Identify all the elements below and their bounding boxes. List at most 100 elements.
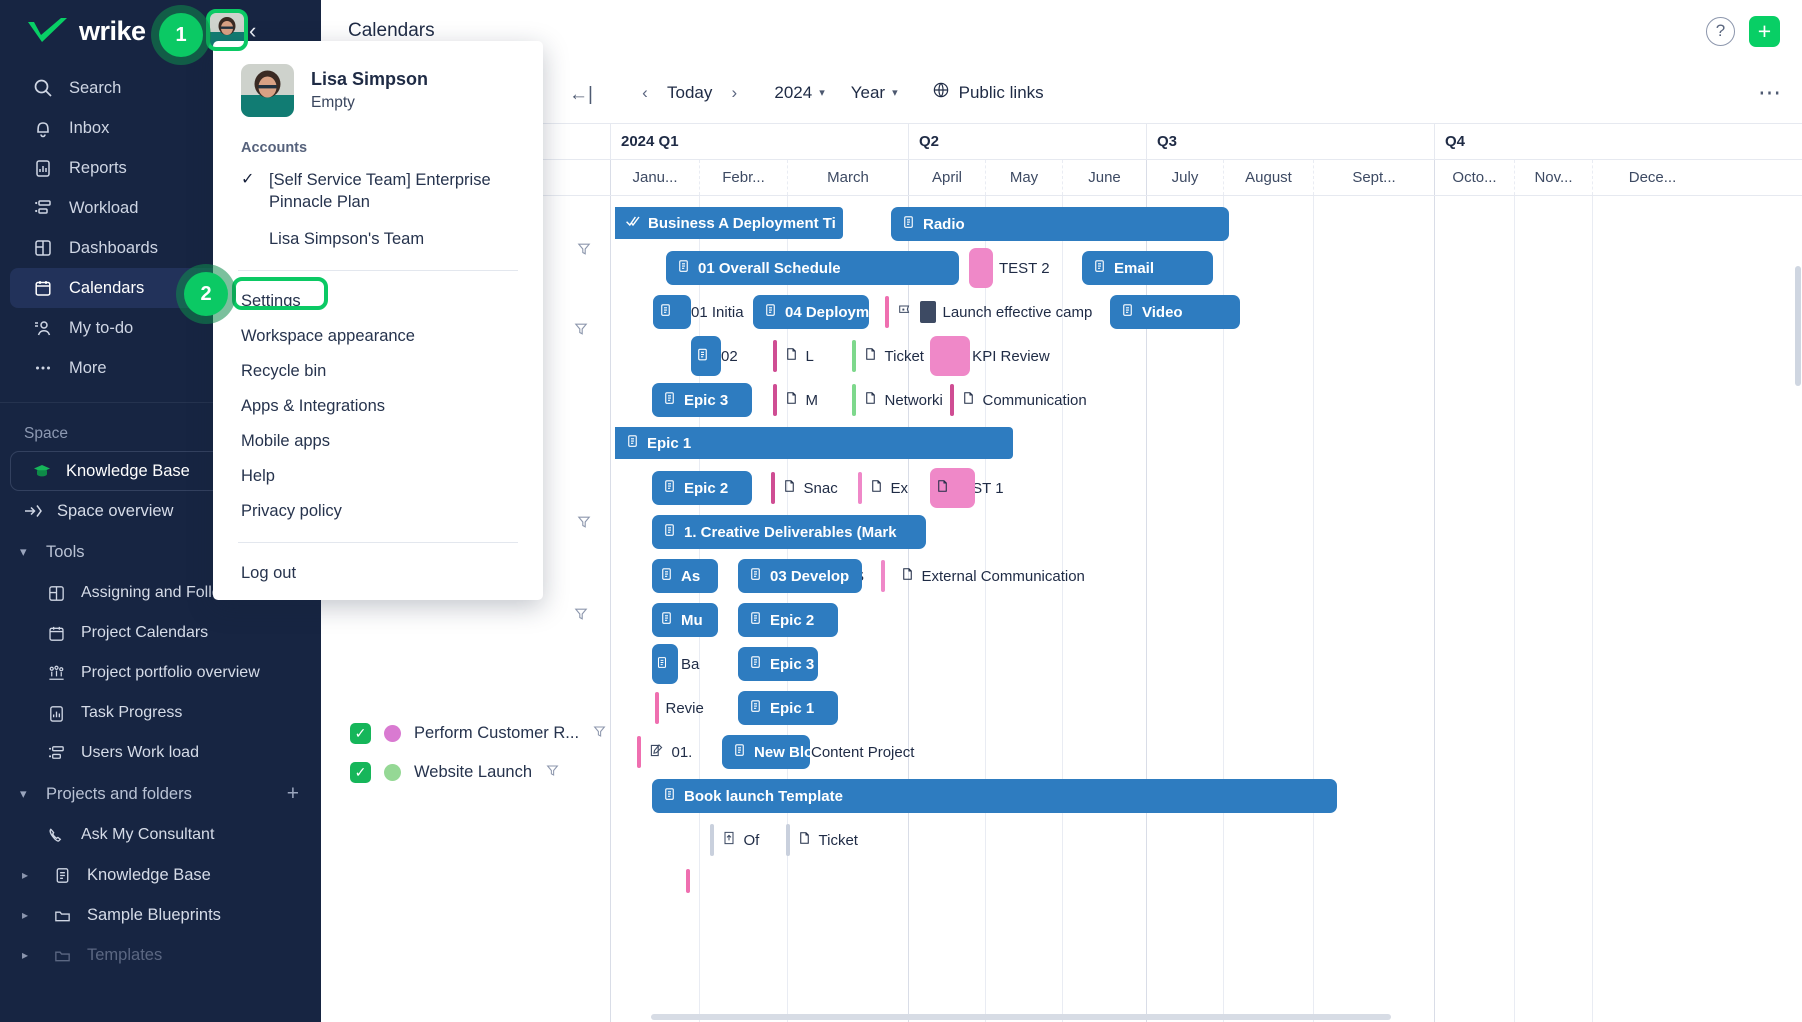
more-options-button[interactable]: ⋯: [1758, 79, 1782, 105]
today-button[interactable]: Today: [667, 82, 713, 102]
gantt-milestone[interactable]: Snac: [771, 471, 838, 505]
gantt-bar[interactable]: Epic 1: [615, 427, 1013, 459]
sidebar-item-reports[interactable]: Reports: [10, 148, 311, 188]
gantt-milestone[interactable]: Launch effective camp: [885, 295, 1092, 329]
help-menu-item[interactable]: Help: [241, 466, 275, 485]
sidebar-item-space-knowledge-base[interactable]: Knowledge Base: [10, 451, 311, 491]
sidebar-item-templates[interactable]: ▸ Templates: [0, 935, 321, 975]
gantt-label[interactable]: Ba: [681, 647, 699, 681]
filter-funnel-icon[interactable]: [592, 724, 607, 743]
gantt-bar[interactable]: Epic 1: [738, 691, 838, 725]
gantt-milestone[interactable]: Ticket: [786, 823, 858, 857]
gantt-bar[interactable]: 01 Overall Schedule: [666, 251, 959, 285]
gantt-bar[interactable]: Epic 2: [652, 471, 752, 505]
gantt-bar[interactable]: Mu: [652, 603, 718, 637]
sidebar-item-dashboards[interactable]: Dashboards: [10, 228, 311, 268]
gantt-milestone[interactable]: Of: [710, 823, 759, 857]
gantt-bar[interactable]: Epic 3: [738, 647, 818, 681]
gantt-milestone[interactable]: Revie: [655, 691, 704, 725]
gantt-milestone-partial[interactable]: [686, 864, 690, 898]
sidebar-item-project-portfolio-overview[interactable]: Project portfolio overview: [0, 653, 321, 693]
gantt-bar[interactable]: [653, 295, 691, 329]
sidebar-item-space-overview[interactable]: Space overview: [0, 491, 321, 531]
sidebar-item-workload[interactable]: Workload: [10, 188, 311, 228]
gantt-milestone[interactable]: Ex: [858, 471, 908, 505]
gantt-milestone[interactable]: External Communication: [881, 559, 1085, 593]
gantt-milestone[interactable]: 01.: [637, 735, 692, 769]
list-item[interactable]: ✓ Perform Customer R...: [321, 712, 610, 755]
logout-menu-item[interactable]: Log out: [241, 563, 297, 582]
list-item[interactable]: ✓ Website Launch: [321, 751, 610, 794]
prev-period-button[interactable]: ‹: [642, 82, 648, 102]
filter-funnel-icon[interactable]: [573, 321, 589, 342]
recycle-bin-menu-item[interactable]: Recycle bin: [241, 361, 327, 380]
gantt-milestone[interactable]: M: [773, 383, 818, 417]
menu-account-item-active[interactable]: ✓ [Self Service Team] Enterprise Pinnacl…: [213, 162, 543, 221]
sidebar-item-my-todo[interactable]: My to-do: [10, 308, 311, 348]
public-links-button[interactable]: Public links: [932, 81, 1044, 104]
filter-funnel-icon[interactable]: [573, 606, 589, 627]
gantt-bar[interactable]: 03 Develop: [738, 559, 862, 593]
collapse-left-icon[interactable]: ←|: [569, 84, 593, 105]
horizontal-scrollbar[interactable]: [651, 1014, 1391, 1020]
menu-user-block[interactable]: Lisa Simpson Empty: [213, 58, 543, 122]
year-selector[interactable]: 2024 ▾: [774, 83, 824, 103]
chevron-right-icon[interactable]: ▸: [22, 868, 29, 882]
gantt-label[interactable]: 02: [721, 339, 738, 373]
menu-account-item[interactable]: Lisa Simpson's Team: [213, 221, 543, 257]
sidebar-item-ask-my-consultant[interactable]: Ask My Consultant: [0, 815, 321, 855]
sidebar-item-search[interactable]: Search: [10, 68, 311, 108]
sidebar-group-projects-and-folders[interactable]: ▾ Projects and folders +: [0, 773, 321, 815]
gantt-bar[interactable]: 04 Deploym: [753, 295, 869, 329]
gantt-milestone[interactable]: L: [773, 339, 814, 373]
add-project-button[interactable]: +: [286, 782, 299, 805]
chevron-left-icon[interactable]: ‹: [249, 18, 257, 43]
chevron-right-icon[interactable]: ▸: [22, 948, 29, 962]
chevron-right-icon[interactable]: ▸: [22, 908, 29, 922]
gantt-bar[interactable]: Epic 2: [738, 603, 838, 637]
gantt-bar[interactable]: Book launch Template: [652, 779, 1337, 813]
sidebar-item-assigning-and-follow[interactable]: Assigning and Follow: [0, 573, 321, 613]
gantt-bar[interactable]: Radio: [891, 207, 1229, 241]
scale-selector[interactable]: Year ▾: [851, 83, 898, 103]
sidebar-item-knowledge-base-folder[interactable]: ▸ Knowledge Base: [0, 855, 321, 895]
gantt-bar[interactable]: [930, 468, 975, 508]
gantt-bar[interactable]: [930, 336, 970, 376]
gantt-bar[interactable]: Business A Deployment Ti: [615, 207, 843, 239]
sidebar-group-tools[interactable]: ▾ Tools: [0, 531, 321, 573]
gantt-bar[interactable]: 1. Creative Deliverables (Mark: [652, 515, 926, 549]
gantt-milestone[interactable]: Communication: [950, 383, 1087, 417]
brand[interactable]: wrike: [0, 0, 321, 62]
gantt-milestone[interactable]: Networki: [852, 383, 943, 417]
vertical-scrollbar[interactable]: [1795, 266, 1801, 386]
sidebar-item-inbox[interactable]: Inbox: [10, 108, 311, 148]
gantt-bar[interactable]: [969, 248, 993, 288]
mobile-apps-menu-item[interactable]: Mobile apps: [241, 431, 330, 450]
gantt-bar[interactable]: Email: [1082, 251, 1213, 285]
gantt-bar[interactable]: Video: [1110, 295, 1240, 329]
gantt-bar[interactable]: Epic 3: [652, 383, 752, 417]
gantt-bar[interactable]: [691, 336, 721, 376]
gantt-bar[interactable]: New Blog Content Project: [722, 735, 810, 769]
checkbox-checked[interactable]: ✓: [350, 762, 371, 783]
next-period-button[interactable]: ›: [731, 82, 738, 102]
sidebar-item-sample-blueprints[interactable]: ▸ Sample Blueprints: [0, 895, 321, 935]
gantt-bar[interactable]: As: [652, 559, 718, 593]
checkbox-checked[interactable]: ✓: [350, 723, 371, 744]
gantt-chart-body[interactable]: Business A Deployment Ti Radio 01 Overal…: [321, 196, 1802, 1022]
sidebar-item-users-work-load[interactable]: Users Work load: [0, 733, 321, 773]
apps-integrations-menu-item[interactable]: Apps & Integrations: [241, 396, 386, 415]
filter-funnel-icon[interactable]: [545, 763, 560, 782]
gantt-milestone[interactable]: Ticket: [852, 339, 924, 373]
gantt-bar[interactable]: [652, 644, 678, 684]
sidebar-item-task-progress[interactable]: Task Progress: [0, 693, 321, 733]
sidebar-item-project-calendars[interactable]: Project Calendars: [0, 613, 321, 653]
plus-icon[interactable]: +: [1749, 15, 1780, 47]
help-icon[interactable]: ?: [1706, 16, 1735, 46]
sidebar-item-more[interactable]: More: [10, 348, 311, 388]
gantt-label[interactable]: 01 Initia: [691, 295, 744, 329]
filter-funnel-icon[interactable]: [576, 514, 592, 535]
privacy-policy-menu-item[interactable]: Privacy policy: [241, 501, 342, 520]
filter-funnel-icon[interactable]: [576, 241, 592, 262]
workspace-appearance-menu-item[interactable]: Workspace appearance: [241, 326, 415, 345]
